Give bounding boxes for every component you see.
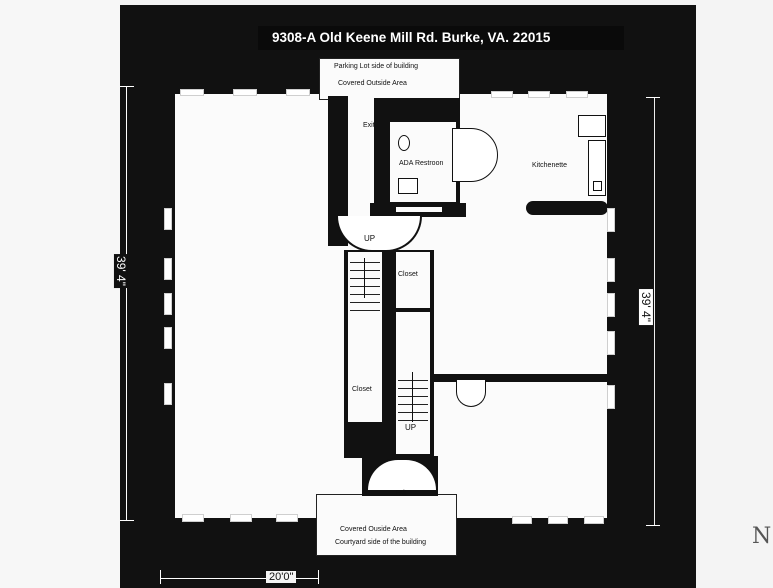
window bbox=[164, 258, 172, 280]
dimension-tick bbox=[646, 97, 660, 98]
window bbox=[607, 331, 615, 355]
window bbox=[164, 293, 172, 315]
stair-tread bbox=[350, 294, 380, 295]
up-top-label: UP bbox=[364, 234, 376, 243]
dimension-left-label: 39' 4" bbox=[113, 254, 128, 288]
stair-arrow-icon bbox=[364, 258, 365, 298]
window bbox=[233, 89, 257, 96]
closet-right-room bbox=[396, 252, 430, 308]
stair-tread bbox=[398, 396, 428, 397]
covered-area-top-label: Covered Outside Area bbox=[338, 80, 407, 87]
window bbox=[164, 383, 172, 405]
dimension-line-right bbox=[654, 97, 655, 525]
closet-left-label: Closet bbox=[352, 386, 372, 393]
ada-restroom-label: ADA Restroon bbox=[399, 160, 444, 167]
stair-tread bbox=[398, 388, 428, 389]
window bbox=[180, 89, 204, 96]
window bbox=[164, 327, 172, 349]
window bbox=[512, 516, 532, 524]
toilet-icon bbox=[398, 178, 418, 194]
exit-passage-top bbox=[348, 98, 374, 238]
exit-top-label: Exit bbox=[363, 122, 375, 129]
window bbox=[548, 516, 568, 524]
scan-edge bbox=[0, 0, 120, 588]
restroom-door-gap bbox=[395, 206, 443, 213]
stair-tread bbox=[350, 278, 380, 279]
covered-area-bottom bbox=[316, 494, 457, 556]
restroom-door-swing bbox=[452, 128, 498, 182]
up-bottom-label: UP bbox=[405, 423, 417, 432]
page-title: 9308-A Old Keene Mill Rd. Burke, VA. 220… bbox=[258, 26, 624, 50]
window bbox=[566, 91, 588, 98]
window bbox=[491, 91, 513, 98]
stair-tread bbox=[350, 270, 380, 271]
corridor-wall-left bbox=[328, 96, 348, 246]
window bbox=[528, 91, 550, 98]
dimension-line-left bbox=[126, 86, 127, 520]
stair-tread bbox=[398, 420, 428, 421]
door-arc-right bbox=[456, 380, 486, 407]
stair-tread bbox=[398, 412, 428, 413]
dimension-line-bottom bbox=[160, 578, 318, 579]
margin-mark: N bbox=[752, 524, 772, 549]
parking-lot-label: Parking Lot side of building bbox=[334, 63, 419, 70]
window bbox=[607, 258, 615, 282]
dimension-tick bbox=[120, 520, 134, 521]
closet-left-room bbox=[348, 360, 382, 422]
kitchen-wall bbox=[526, 201, 608, 215]
sink-icon bbox=[398, 135, 410, 151]
covered-area-bottom-label: Covered Ouside Area bbox=[340, 526, 407, 533]
dimension-right-label: 39' 4" bbox=[638, 289, 653, 325]
courtyard-label: Courtyard side of the building bbox=[335, 539, 427, 546]
window bbox=[286, 89, 310, 96]
stair-run-right bbox=[396, 312, 430, 454]
window bbox=[607, 385, 615, 409]
kitchen-appliance bbox=[593, 181, 602, 191]
window bbox=[607, 208, 615, 232]
dimension-bottom-label: 20'0" bbox=[266, 571, 297, 583]
window bbox=[584, 516, 604, 524]
stair-tread bbox=[398, 380, 428, 381]
dimension-tick bbox=[160, 570, 161, 584]
stair-tread bbox=[350, 302, 380, 303]
window bbox=[182, 514, 204, 522]
stair-tread bbox=[350, 310, 380, 311]
dimension-tick bbox=[120, 86, 134, 87]
exit-bottom-label: Exit bbox=[395, 490, 407, 497]
kitchen-counter-top bbox=[578, 115, 606, 137]
dimension-tick bbox=[646, 525, 660, 526]
window bbox=[164, 208, 172, 230]
closet-right-label: Closet bbox=[398, 271, 418, 278]
window bbox=[607, 293, 615, 317]
window bbox=[230, 514, 252, 522]
kitchenette-label: Kitchenette bbox=[532, 162, 568, 169]
stair-arrow-icon bbox=[412, 372, 413, 422]
interior-wall-right bbox=[430, 374, 608, 382]
dimension-tick bbox=[318, 570, 319, 584]
stair-tread bbox=[398, 404, 428, 405]
stair-tread bbox=[350, 262, 380, 263]
window bbox=[276, 514, 298, 522]
stair-tread bbox=[350, 286, 380, 287]
